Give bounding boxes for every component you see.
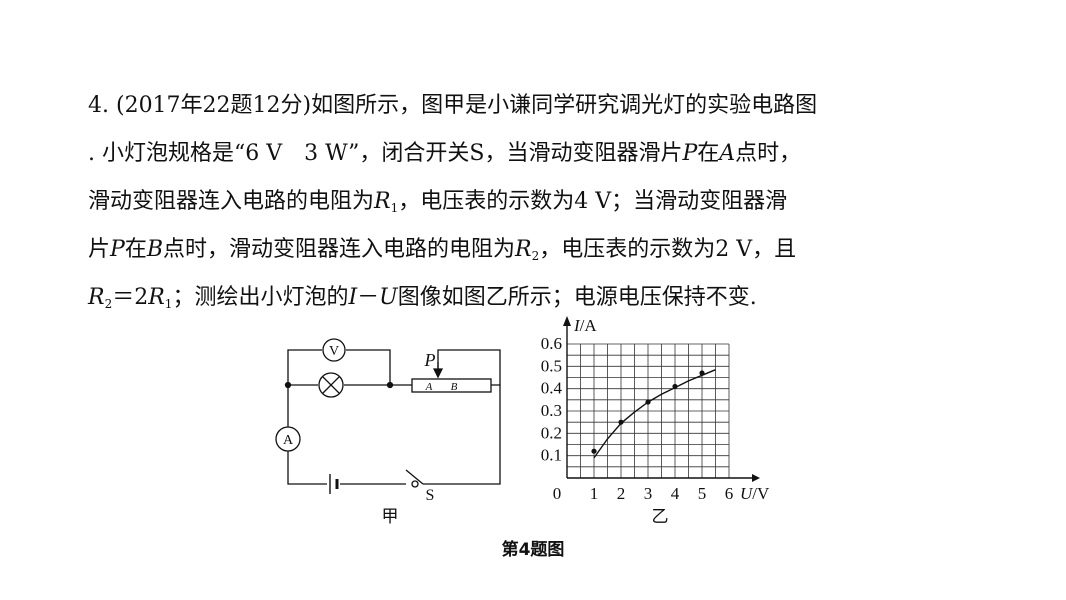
iu-curve bbox=[593, 369, 716, 459]
problem-line-3: 滑动变阻器连入电路的电阻为R1，电压表的示数为4 V；当滑动变阻器滑 bbox=[88, 178, 988, 226]
problem-line-2: . 小灯泡规格是“6 V 3 W”，闭合开关S，当滑动变阻器滑片P在A点时， bbox=[88, 130, 988, 178]
x-axis-label: U/V bbox=[740, 484, 770, 503]
switch-terminal bbox=[411, 480, 419, 488]
text-segment: 在 bbox=[697, 141, 720, 166]
x-tick-label: 5 bbox=[698, 484, 707, 503]
junction-dot bbox=[284, 381, 292, 389]
switch-blade bbox=[405, 469, 424, 485]
slider-arrow-head bbox=[432, 368, 444, 379]
text-segment: ，电压表的示数为4 V；当滑动变阻器滑 bbox=[398, 189, 788, 214]
subscript: 1 bbox=[390, 201, 399, 215]
lamp-icon bbox=[318, 372, 344, 398]
var-a: A bbox=[719, 141, 736, 166]
rheostat-icon bbox=[411, 378, 492, 393]
text-segment: 在 bbox=[124, 237, 147, 262]
var-u: U bbox=[379, 285, 398, 310]
x-axis-arrow bbox=[752, 474, 760, 482]
problem-line-4: 片P在B点时，滑动变阻器连入电路的电阻为R2，电压表的示数为2 V，且 bbox=[88, 226, 988, 274]
switch-label: S bbox=[426, 487, 435, 504]
origin-label: 0 bbox=[553, 484, 562, 503]
subscript: 1 bbox=[164, 297, 173, 311]
subscript: 2 bbox=[531, 249, 540, 263]
data-point bbox=[672, 383, 678, 390]
var-p: P bbox=[110, 237, 125, 262]
data-point bbox=[645, 399, 651, 405]
figure-caption: 第4题图 bbox=[501, 540, 565, 560]
point-b-label: B bbox=[451, 381, 458, 393]
text-segment: ；测绘出小灯泡的 bbox=[172, 285, 349, 310]
figure-b-label: 乙 bbox=[652, 507, 669, 526]
circuit-diagram bbox=[275, 338, 501, 494]
y-axis-label: I/A bbox=[573, 316, 597, 335]
x-tick-label: 6 bbox=[725, 484, 734, 503]
var-p: P bbox=[682, 141, 698, 166]
var-i: I bbox=[348, 285, 358, 310]
ammeter-icon bbox=[275, 426, 301, 452]
subscript: 2 bbox=[104, 297, 113, 311]
text-segment: － bbox=[357, 285, 380, 310]
var-r: R bbox=[374, 189, 391, 214]
text-segment: 图像如图乙所示；电源电压保持不变. bbox=[397, 285, 757, 310]
var-b: B bbox=[146, 237, 164, 262]
text-segment: 点时，滑动变阻器连入电路的电阻为 bbox=[163, 237, 516, 262]
x-tick-label: 2 bbox=[617, 484, 626, 503]
text-segment: 片 bbox=[88, 237, 111, 262]
text-segment: 点时， bbox=[735, 141, 802, 166]
wire bbox=[346, 349, 391, 385]
x-tick-label: 3 bbox=[644, 484, 653, 503]
var-r: R bbox=[88, 285, 105, 310]
data-point bbox=[618, 419, 624, 425]
voltmeter-label: V bbox=[329, 344, 339, 359]
data-point bbox=[699, 370, 705, 376]
y-tick-label: 0.4 bbox=[541, 379, 563, 398]
var-r: R bbox=[148, 285, 165, 310]
x-tick-label: 4 bbox=[671, 484, 680, 503]
x-tick-label: 1 bbox=[590, 484, 599, 503]
voltmeter-icon bbox=[322, 338, 346, 362]
var-r: R bbox=[515, 237, 532, 262]
y-axis-arrow bbox=[563, 316, 571, 326]
ammeter-label: A bbox=[283, 433, 294, 448]
lamp-cross bbox=[322, 376, 340, 394]
text-segment: ＝2 bbox=[112, 285, 149, 310]
text-segment: 滑动变阻器连入电路的电阻为 bbox=[88, 189, 375, 214]
text-segment: ，电压表的示数为2 V，且 bbox=[539, 237, 797, 262]
slider-label: P bbox=[424, 350, 436, 370]
data-point bbox=[591, 448, 597, 454]
y-tick-label: 0.5 bbox=[541, 356, 562, 375]
wire bbox=[287, 349, 322, 385]
text-segment: . 小灯泡规格是“6 V 3 W”，闭合开关S，当滑动变阻器滑片 bbox=[88, 141, 683, 166]
point-a-label: A bbox=[425, 381, 433, 393]
junction-dot bbox=[386, 381, 394, 389]
problem-text: 4. (2017年22题12分)如图所示，图甲是小谦同学研究调光灯的实验电路图 … bbox=[88, 82, 988, 322]
figure-a-label: 甲 bbox=[382, 507, 399, 526]
y-tick-label: 0.3 bbox=[541, 401, 562, 420]
wire bbox=[287, 451, 327, 485]
y-tick-label: 0.1 bbox=[541, 446, 562, 465]
problem-line-1: 4. (2017年22题12分)如图所示，图甲是小谦同学研究调光灯的实验电路图 bbox=[88, 82, 988, 130]
y-tick-label: 0.2 bbox=[541, 423, 562, 442]
y-tick-label: 0.6 bbox=[541, 334, 562, 353]
problem-line-5: R2＝2R1；测绘出小灯泡的I－U图像如图乙所示；电源电压保持不变. bbox=[88, 274, 988, 322]
wire bbox=[423, 384, 501, 485]
problem-line-1-text: 4. (2017年22题12分)如图所示，图甲是小谦同学研究调光灯的实验电路图 bbox=[88, 93, 818, 118]
